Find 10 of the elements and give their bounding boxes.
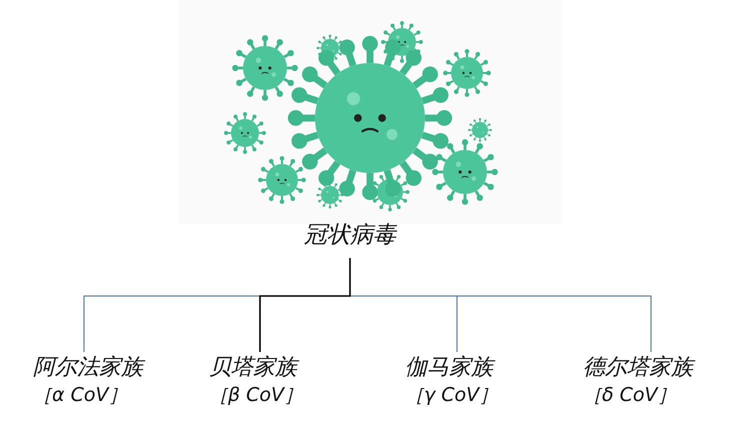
node-title: 贝塔家族 (209, 355, 297, 382)
tree-connector (259, 258, 351, 352)
node-title: 伽马家族 (405, 355, 493, 382)
node-subtitle: ［γ CoV］ (405, 383, 498, 408)
node-subtitle: ［δ CoV］ (583, 383, 677, 408)
node-subtitle: ［β CoV］ (209, 383, 304, 408)
node-subtitle: ［α CoV］ (33, 383, 128, 408)
node-title: 阿尔法家族 (33, 355, 143, 382)
node-title: 冠状病毒 (304, 222, 396, 250)
node-title: 德尔塔家族 (583, 355, 693, 382)
